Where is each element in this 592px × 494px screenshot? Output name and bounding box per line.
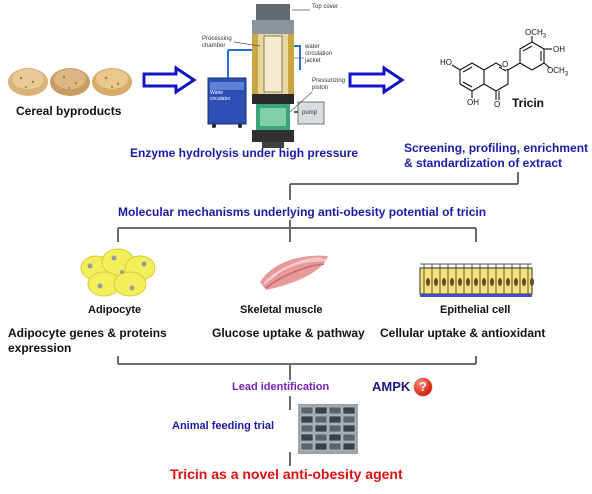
- label-top-cover: Top cover: [312, 4, 339, 10]
- epithelial-cell-image: [419, 263, 534, 297]
- screening-line-1: Screening, profiling, enrichment: [404, 141, 589, 155]
- epithelial-nucleus: [450, 278, 454, 286]
- tricin-molecule-structure: [451, 36, 552, 100]
- animal-cage: [300, 415, 314, 424]
- animal-cage: [314, 415, 328, 424]
- skeletal-muscle-image: [260, 255, 328, 290]
- animal-cage: [328, 442, 342, 451]
- animal-cage: [300, 433, 314, 442]
- adipocyte-desc-line-1: Adipocyte genes & proteins: [8, 326, 167, 340]
- molecule-och3-bottom: OCH3: [547, 66, 569, 78]
- animal-cage: [342, 406, 356, 415]
- molecule-oh-right: OH: [553, 45, 565, 54]
- animal-cage: [314, 442, 328, 451]
- animal-cage: [328, 433, 342, 442]
- animal-cage: [314, 406, 328, 415]
- animal-cage: [300, 406, 314, 415]
- animal-cage: [328, 415, 342, 424]
- epithelial-cell-desc: Cellular uptake & antioxidant: [380, 326, 546, 340]
- animal-cage: [300, 424, 314, 433]
- question-icon: ?: [414, 378, 432, 396]
- cereal-byproducts-label: Cereal byproducts: [16, 104, 122, 118]
- animal-cage: [342, 424, 356, 433]
- animal-cage: [314, 433, 328, 442]
- label-water-circulator: Water circulator: [210, 90, 231, 102]
- epithelial-nucleus: [434, 278, 438, 286]
- label-processing-chamber: Processing chamber: [202, 36, 232, 49]
- cereal-byproducts-image: [8, 68, 132, 96]
- animal-cage: [342, 433, 356, 442]
- epithelial-nucleus: [530, 278, 534, 286]
- lead-identification-label: Lead identification: [232, 381, 330, 393]
- high-pressure-reactor-diagram: [207, 4, 325, 148]
- skeletal-muscle-name: Skeletal muscle: [240, 304, 323, 316]
- adipocyte-desc-line-2: expression: [8, 341, 72, 355]
- animal-feeding-trial-label: Animal feeding trial: [172, 420, 275, 432]
- epithelial-nucleus: [522, 278, 526, 286]
- epithelial-nucleus: [466, 278, 470, 286]
- animal-cage: [314, 424, 328, 433]
- animal-cage: [342, 442, 356, 451]
- mechanism-title: Molecular mechanisms underlying anti-obe…: [118, 205, 487, 219]
- adipocyte-name: Adipocyte: [88, 304, 142, 316]
- animal-cage: [300, 442, 314, 451]
- animal-cage: [342, 415, 356, 424]
- epithelial-cell-name: Epithelial cell: [440, 304, 511, 316]
- molecule-och3-top: OCH3: [525, 28, 547, 40]
- epithelial-nucleus: [458, 278, 462, 286]
- epithelial-nucleus: [474, 278, 478, 286]
- epithelial-nucleus: [442, 278, 446, 286]
- animal-cage: [328, 424, 342, 433]
- molecule-oh-bottom: OH: [467, 98, 479, 107]
- screening-line-2: & standardization of extract: [404, 156, 563, 170]
- molecule-ho-top: HO: [440, 58, 452, 67]
- skeletal-muscle-desc: Glucose uptake & pathway: [212, 326, 365, 340]
- label-water-circulation-jacket: water circulation jacket: [305, 44, 333, 64]
- epithelial-nucleus: [490, 278, 494, 286]
- arrow-cereal-to-reactor: [142, 65, 197, 95]
- epithelial-nucleus: [514, 278, 518, 286]
- enzyme-hydrolysis-label: Enzyme hydrolysis under high pressure: [130, 146, 359, 160]
- molecule-o-carbonyl: O: [494, 100, 501, 109]
- tricin-label: Tricin: [512, 96, 545, 110]
- ampk-label: AMPK: [372, 379, 411, 394]
- molecule-o-ring: O: [502, 60, 509, 69]
- conclusion-label: Tricin as a novel anti-obesity agent: [170, 466, 403, 482]
- arrow-reactor-to-tricin: [348, 65, 405, 95]
- label-pump: pump: [302, 110, 318, 116]
- label-pressurizing-piston: Pressurizing piston: [312, 78, 346, 91]
- epithelial-nucleus: [498, 278, 502, 286]
- adipocyte-image: [80, 248, 156, 297]
- epithelial-nucleus: [426, 278, 430, 286]
- animal-cage: [328, 406, 342, 415]
- epithelial-nucleus: [482, 278, 486, 286]
- epithelial-nucleus: [506, 278, 510, 286]
- animal-cages-photo: [298, 404, 358, 454]
